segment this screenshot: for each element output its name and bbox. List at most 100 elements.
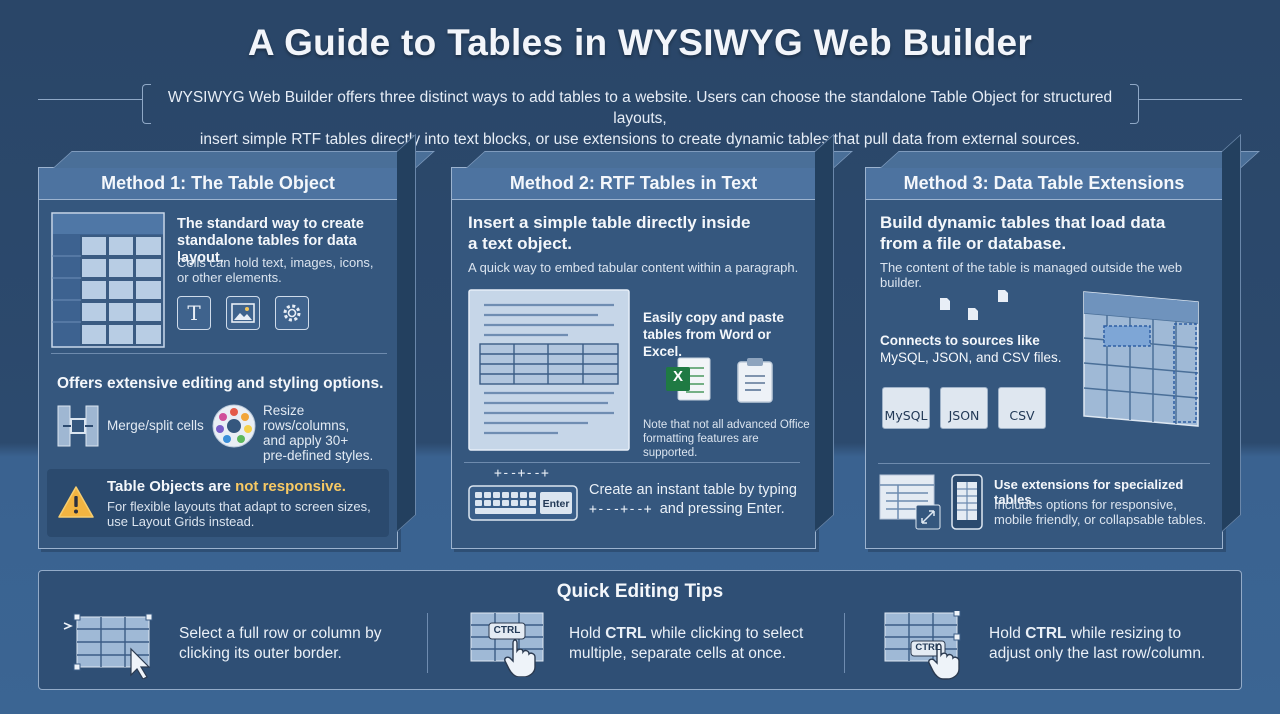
intro-bracket-right (1130, 84, 1139, 124)
method1-sub-line-2: or other elements. (177, 270, 282, 285)
warning-icon (58, 486, 94, 518)
tip2-text: Hold CTRL while clicking to select multi… (569, 624, 859, 664)
intro-bracket-left (142, 84, 151, 124)
warning-title-highlight: not responsive. (235, 478, 346, 495)
excel-icon-glyph: X (672, 368, 683, 385)
ctrl-badge-1: CTRL (493, 625, 521, 636)
clipboard-icon (737, 358, 773, 403)
method1-card: Method 1: The Table Object The standard … (38, 167, 398, 549)
warning-box: Table Objects are not responsive. For fl… (47, 469, 389, 537)
tip-separator-2 (844, 613, 845, 673)
warning-line-1: For flexible layouts that adapt to scree… (107, 499, 371, 514)
palette-icon (212, 404, 256, 448)
method2-lead-line-2: a text object. (468, 234, 572, 253)
tip-separator-1 (427, 613, 428, 673)
warning-title: Table Objects are not responsive. (107, 478, 346, 495)
intro-line-2: insert simple RTF tables directly into t… (199, 131, 1081, 148)
tip1-line-1: Select a full row or column by (179, 625, 382, 642)
method1-lead: The standard way to create standalone ta… (177, 216, 392, 267)
note-line-1: Note that not all advanced Office (643, 419, 810, 431)
text-document-table-illustration (468, 289, 630, 451)
sources-text: Connects to sources like MySQL, JSON, an… (880, 332, 1080, 366)
quick-tips-panel: Quick Editing Tips Select a full row or … (38, 570, 1242, 690)
extensions-text: Includes options for responsive, mobile … (994, 497, 1219, 527)
instant-line-1: Create an instant table by typing (589, 482, 797, 498)
method2-sub: A quick way to embed tabular content wit… (468, 260, 799, 275)
mysql-source-icon: MySQL (882, 387, 930, 429)
warning-body: For flexible layouts that adapt to scree… (107, 499, 387, 529)
tip3-pre: Hold (989, 625, 1026, 642)
intro-rule-right (1138, 99, 1242, 100)
mysql-label: MySQL (884, 408, 928, 423)
method3-card: Method 3: Data Table Extensions Build dy… (865, 167, 1223, 549)
tip3-key: CTRL (1025, 625, 1067, 642)
merge-split-label: Merge/split cells (107, 418, 204, 433)
mobile-table-icon (951, 474, 983, 530)
warning-line-2: use Layout Grids instead. (107, 514, 255, 529)
page-title: A Guide to Tables in WYSIWYG Web Builder (247, 22, 1033, 63)
pattern-top: +--+--+ (494, 466, 549, 481)
ext-line-2: mobile friendly, or collapsable tables. (994, 512, 1207, 527)
note-line-2: formatting features are supported. (643, 433, 759, 459)
intro-line-1: WYSIWYG Web Builder offers three distinc… (167, 89, 1113, 127)
tip1-text: Select a full row or column by clicking … (179, 624, 439, 664)
dynamic-table-illustration (1083, 291, 1199, 427)
method3-lead: Build dynamic tables that load data from… (880, 212, 1165, 254)
intro-rule-left (38, 99, 142, 100)
json-source-icon: JSON (940, 387, 988, 429)
excel-icon (666, 357, 711, 401)
method2-title: Method 2: RTF Tables in Text (452, 168, 815, 200)
enter-key-label: Enter (542, 498, 570, 510)
tips-title: Quick Editing Tips (556, 581, 724, 602)
method2-divider (464, 462, 800, 463)
ext-line-1: Includes options for responsive, (994, 497, 1177, 512)
tip3-post: while resizing to (1066, 625, 1182, 642)
method3-title: Method 3: Data Table Extensions (866, 168, 1222, 200)
tip1-line-2: clicking its outer border. (179, 645, 342, 662)
method1-editing-heading: Offers extensive editing and styling opt… (57, 375, 384, 392)
file-icons (940, 290, 1008, 320)
method2-lead: Insert a simple table directly inside a … (468, 212, 751, 254)
keyboard-icon (468, 485, 578, 521)
method1-sub: Cells can hold text, images, icons, or o… (177, 255, 392, 285)
intro-text: WYSIWYG Web Builder offers three distinc… (155, 87, 1125, 150)
tip2-post: while clicking to select (646, 625, 804, 642)
table-grid-icon (51, 212, 165, 348)
resize-text: Resize rows/columns, and apply 30+ pre-d… (263, 403, 393, 463)
instant-line-2: and pressing Enter. (659, 501, 785, 517)
warning-title-prefix: Table Objects are (107, 478, 236, 495)
office-note: Note that not all advanced Office format… (643, 418, 813, 460)
extensions-heading: Use extensions for specialized tables. (994, 477, 1184, 507)
ctrl-click-icon (470, 612, 544, 677)
resize-line-1: Resize rows/columns, (263, 403, 350, 433)
method1-title: Method 1: The Table Object (39, 168, 397, 200)
method3-divider (878, 463, 1210, 464)
gear-icon-glyph (283, 304, 301, 322)
method1-lead-line-2: standalone tables for data layout. (177, 233, 357, 266)
resize-line-3: pre-defined styles. (263, 448, 374, 463)
gear-icon (275, 296, 309, 330)
tip2-pre: Hold (569, 625, 606, 642)
csv-source-icon: CSV (998, 387, 1046, 429)
tip2-key: CTRL (605, 625, 647, 642)
method3-lead-line-2: from a file or database. (880, 234, 1067, 253)
text-icon-glyph: T (187, 301, 201, 325)
table-grid-cells (80, 235, 163, 346)
tip2-line-2: multiple, separate cells at once. (569, 645, 787, 662)
method2-lead-line-1: Insert a simple table directly inside (468, 213, 751, 232)
method1-sub-line-1: Cells can hold text, images, icons, (177, 255, 374, 270)
copy-paste-text: Easily copy and paste tables from Word o… (643, 309, 813, 360)
method1-divider (51, 353, 387, 354)
method1-lead-line-1: The standard way to create (177, 216, 364, 232)
instant-table-text: Create an instant table by typing +---+-… (589, 481, 815, 519)
document-text-lines (484, 303, 614, 435)
instant-pattern: +---+--+ (589, 502, 652, 517)
method2-card: Method 2: RTF Tables in Text Insert a si… (451, 167, 816, 549)
sources-line-2: MySQL, JSON, and CSV files. (880, 350, 1062, 365)
sources-line-1: Connects to sources like (880, 333, 1040, 348)
tip3-line-2: adjust only the last row/column. (989, 645, 1206, 662)
method3-sub: The content of the table is managed outs… (880, 260, 1183, 290)
method3-lead-line-1: Build dynamic tables that load data (880, 213, 1166, 232)
csv-label: CSV (1009, 408, 1035, 423)
table-resize-icon (879, 474, 941, 530)
